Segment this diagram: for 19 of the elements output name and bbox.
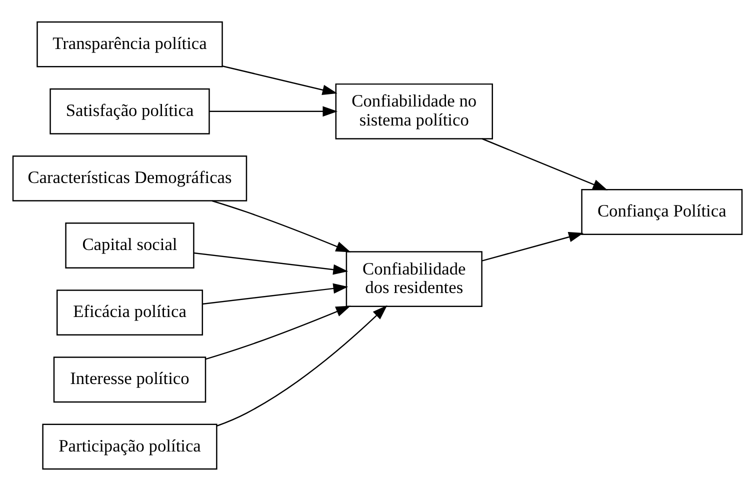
arrow xyxy=(222,65,338,96)
arrow xyxy=(482,138,608,190)
arrow xyxy=(212,200,351,252)
node-box: Confiabilidade no sistema político xyxy=(335,83,493,140)
node-box: Interesse político xyxy=(53,356,206,403)
arrow xyxy=(194,252,348,275)
arrow xyxy=(206,306,351,360)
node-box: Eficácia política xyxy=(56,290,204,336)
node-box: Características Demográficas xyxy=(12,155,248,202)
node-box: Satisfação política xyxy=(50,88,210,134)
arrow xyxy=(202,283,348,305)
node-box: Transparência política xyxy=(36,21,223,68)
arrow xyxy=(482,232,584,262)
node-box: Capital social xyxy=(65,222,194,268)
arrow xyxy=(216,305,388,426)
arrow xyxy=(210,106,338,117)
node-box: Confiança Política xyxy=(581,189,743,235)
node-box: Confiabilidade dos residentes xyxy=(346,251,482,307)
node-box: Participação política xyxy=(42,424,218,470)
